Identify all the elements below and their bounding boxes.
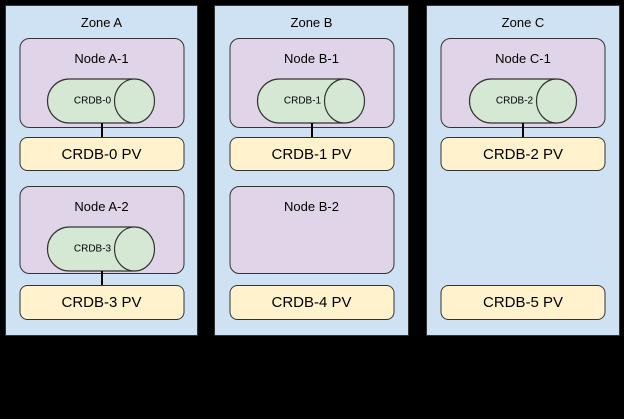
node-b-2-label: Node B-2: [284, 199, 339, 214]
crdb-1-pod-cylinder-icon: CRDB-1: [256, 78, 366, 124]
node-a-1: Node A-1 CRDB-0: [19, 38, 184, 128]
zone-a-label: Zone A: [80, 15, 123, 30]
node-a-2: Node A-2 CRDB-3: [19, 186, 184, 274]
crdb-4-pv-label: CRDB-4 PV: [271, 294, 352, 311]
node-c-1-label: Node C-1: [495, 51, 551, 66]
crdb-2-pod-cylinder-icon: CRDB-2: [468, 78, 577, 124]
crdb-5-pv: CRDB-5 PV: [440, 285, 606, 320]
crdb-0-pod-label: CRDB-0: [74, 96, 112, 107]
crdb-0-pv-label: CRDB-0 PV: [61, 145, 142, 163]
connector-crdb1-to-pv: [310, 123, 313, 138]
zone-b-label: Zone B: [290, 15, 333, 30]
crdb-2-pv: CRDB-2 PV: [440, 137, 606, 171]
node-b-1-label: Node B-1: [284, 51, 339, 66]
crdb-4-pv: CRDB-4 PV: [229, 285, 394, 320]
zone-a-panel: Zone A Node A-1 CRDB-0 CRDB-0 PV Node A-…: [5, 5, 198, 336]
zone-c-label: Zone C: [501, 15, 545, 30]
crdb-2-pod-label: CRDB-2: [495, 96, 533, 107]
zone-c-panel: Zone C Node C-1 CRDB-2 CRDB-2 PV CRDB-5 …: [426, 5, 620, 336]
crdb-1-pv-label: CRDB-1 PV: [271, 145, 352, 163]
node-c-1: Node C-1 CRDB-2: [440, 38, 606, 128]
crdb-1-pv: CRDB-1 PV: [229, 137, 394, 171]
crdb-0-pv: CRDB-0 PV: [19, 137, 184, 171]
connector-crdb3-to-pv: [100, 271, 103, 286]
crdb-3-pv-label: CRDB-3 PV: [61, 294, 142, 311]
crdb-3-pv: CRDB-3 PV: [19, 285, 184, 320]
connector-crdb2-to-pv: [522, 123, 524, 138]
zone-b-panel: Zone B Node B-1 CRDB-1 CRDB-1 PV Node B-…: [214, 5, 409, 336]
node-a-2-label: Node A-2: [74, 199, 129, 214]
crdb-0-pod-cylinder-icon: CRDB-0: [46, 78, 156, 124]
crdb-5-pv-label: CRDB-5 PV: [482, 294, 564, 311]
node-b-1: Node B-1 CRDB-1: [229, 38, 394, 128]
node-a-1-label: Node A-1: [74, 51, 129, 66]
crdb-1-pod-label: CRDB-1: [284, 96, 322, 107]
node-b-2: Node B-2: [229, 186, 394, 274]
crdb-3-pod-label: CRDB-3: [74, 244, 112, 255]
crdb-3-pod-cylinder-icon: CRDB-3: [46, 226, 156, 272]
connector-crdb0-to-pv: [100, 123, 103, 138]
crdb-2-pv-label: CRDB-2 PV: [482, 145, 564, 163]
